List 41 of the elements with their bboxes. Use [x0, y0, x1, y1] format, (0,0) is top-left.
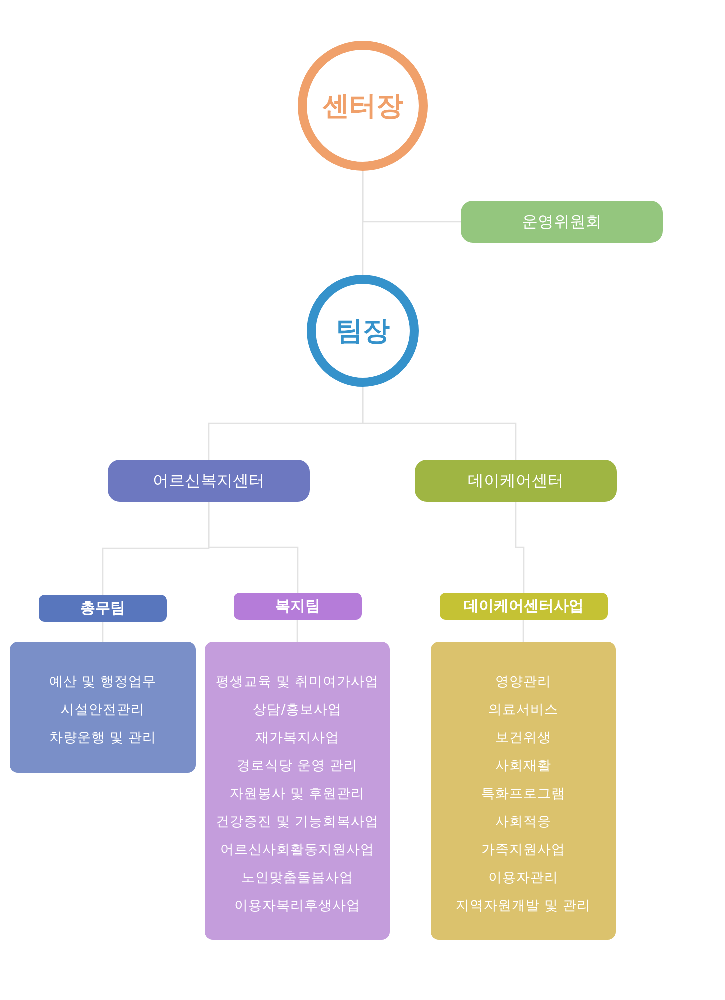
duty-item: 노인맞춤돌봄사업 [242, 869, 354, 888]
duty-item: 사회적응 [496, 813, 552, 832]
node-title: 데이케어센터 [468, 470, 564, 492]
duty-item: 사회재활 [496, 757, 552, 776]
duty-list-box [205, 642, 390, 940]
node-title: 팀장 [336, 315, 390, 349]
connector-line [208, 502, 299, 593]
node-title: 총무팀 [80, 599, 126, 618]
node-title: 센터장 [322, 90, 404, 124]
duty-item: 경로식당 운영 관리 [237, 757, 358, 776]
connector-line [515, 502, 525, 593]
duty-item: 영양관리 [496, 673, 552, 692]
duty-item: 특화프로그램 [482, 785, 566, 804]
duty-item: 자원봉사 및 후원관리 [230, 785, 365, 804]
team-label [39, 595, 167, 622]
duty-item: 상담/홍보사업 [253, 701, 342, 720]
duty-item: 지역자원개발 및 관리 [456, 897, 591, 916]
duty-item: 어르신사회활동지원사업 [220, 841, 374, 860]
department-box [108, 460, 310, 502]
duty-item: 시설안전관리 [61, 701, 145, 720]
connector-line [362, 387, 517, 460]
duty-item: 가족지원사업 [482, 841, 566, 860]
node-title: 복지팀 [276, 597, 320, 616]
team-label [440, 593, 608, 620]
duty-item: 보건위생 [496, 729, 552, 748]
duty-item: 이용자관리 [488, 869, 558, 888]
department-box [415, 460, 617, 502]
duty-item: 평생교육 및 취미여가사업 [216, 673, 379, 692]
department-box [461, 201, 663, 243]
team-label [234, 593, 362, 620]
duty-item: 차량운행 및 관리 [50, 729, 156, 748]
duty-item: 재가복지사업 [256, 729, 340, 748]
duty-item: 예산 및 행정업무 [50, 673, 156, 692]
duty-item: 의료서비스 [488, 701, 558, 720]
duty-item: 이용자복리후생사업 [234, 897, 360, 916]
duty-list-box [10, 642, 196, 773]
node-title: 데이케어센터사업 [464, 597, 584, 616]
duty-item: 건강증진 및 기능회복사업 [216, 813, 379, 832]
node-title: 어르신복지센터 [153, 470, 265, 492]
node-title: 운영위원회 [522, 212, 602, 232]
duty-list-box [431, 642, 616, 940]
